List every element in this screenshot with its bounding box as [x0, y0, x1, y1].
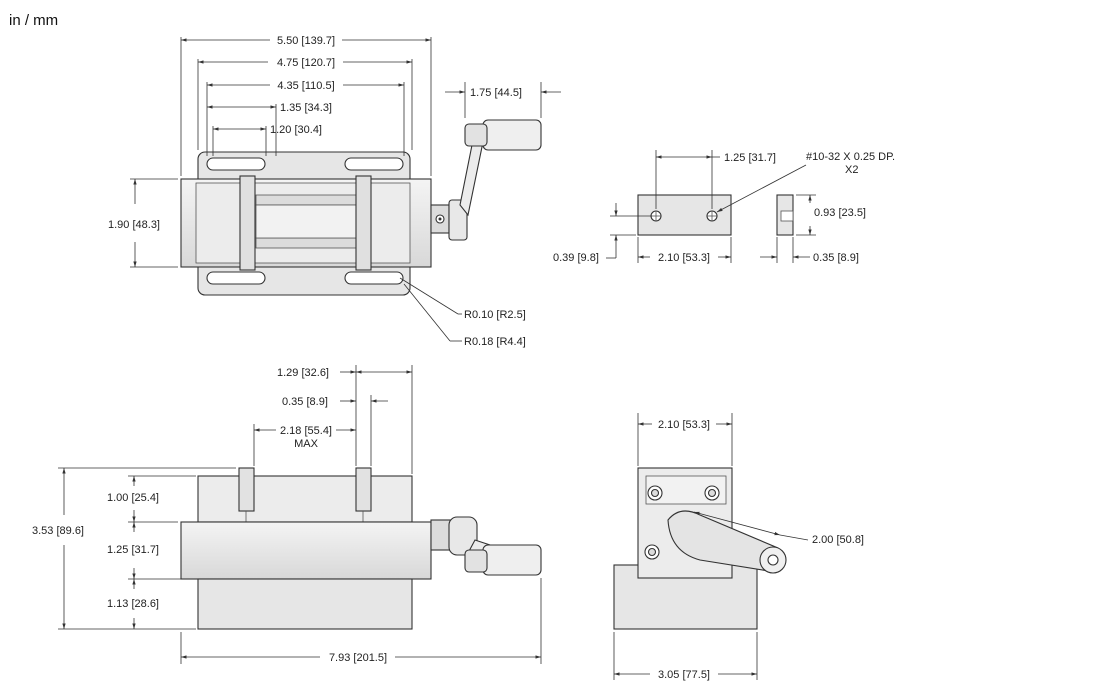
dim-slot-outer: 4.75 [120.7] [277, 57, 335, 69]
dim-side-width: 2.10 [53.3] [658, 419, 710, 431]
dim-jaw-height: 0.93 [23.5] [814, 207, 866, 219]
dim-side-handle: 2.00 [50.8] [812, 534, 864, 546]
dim-width-overall: 5.50 [139.7] [277, 35, 335, 47]
dim-jaw-length: 2.10 [53.3] [658, 252, 710, 264]
dim-hole-spacing: 1.25 [31.7] [724, 152, 776, 164]
dim-max-opening: 2.18 [55.4] [280, 425, 332, 437]
dim-hole-offset: 0.39 [9.8] [553, 252, 599, 264]
dim-max-label: MAX [294, 438, 319, 450]
dim-radius-small: R0.10 [R2.5] [464, 309, 526, 321]
dim-length-overall: 7.93 [201.5] [329, 652, 387, 664]
dim-jaw-spacing: 1.29 [32.6] [277, 367, 329, 379]
units-label: in / mm [9, 12, 59, 29]
front-view: 1.29 [32.6] 0.35 [8.9] 2.18 [55.4] MAX 3… [32, 365, 542, 664]
dim-base-width: 3.05 [77.5] [658, 669, 710, 681]
dim-slot-len-inner: 1.20 [30.4] [270, 124, 322, 136]
top-view: 5.50 [139.7] 4.75 [120.7] 4.35 [110.5] 1… [108, 35, 561, 348]
dim-slot-inner: 4.35 [110.5] [277, 80, 334, 92]
dim-jaw-width: 0.35 [8.9] [282, 396, 328, 408]
dim-jaw-thickness: 0.35 [8.9] [813, 252, 859, 264]
dim-height: 1.90 [48.3] [108, 219, 160, 231]
dim-thread: #10-32 X 0.25 DP. [806, 151, 895, 163]
dim-h-top: 1.00 [25.4] [107, 492, 159, 504]
jaw-detail: 1.25 [31.7] #10-32 X 0.25 DP. X2 0.93 [2… [553, 150, 895, 264]
dim-total-height: 3.53 [89.6] [32, 525, 84, 537]
dim-radius-large: R0.18 [R4.4] [464, 336, 526, 348]
dim-h-base: 1.13 [28.6] [107, 598, 159, 610]
dim-h-mid: 1.25 [31.7] [107, 544, 159, 556]
dim-slot-len-outer: 1.35 [34.3] [280, 102, 332, 114]
side-view: 2.10 [53.3] 2.00 [50.8] 3.05 [77.5] [613, 413, 864, 681]
dim-thread-qty: X2 [845, 164, 858, 176]
dim-handle-len: 1.75 [44.5] [470, 87, 522, 99]
